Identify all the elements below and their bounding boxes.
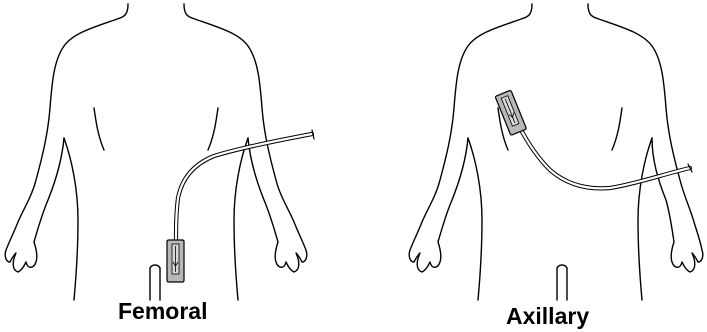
catheter-tube: [518, 124, 692, 188]
neck-outline: [588, 4, 596, 18]
neck-outline: [524, 4, 532, 18]
axillary-caption: Axillary: [506, 305, 589, 328]
catheter-tube: [176, 130, 314, 244]
torso-right-edge: [638, 138, 652, 300]
femoral-caption: Femoral: [118, 300, 207, 323]
femoral-body-diagram: [0, 0, 353, 332]
chest-line: [208, 108, 218, 150]
torso-left-edge: [64, 138, 78, 300]
torso-left-edge: [468, 138, 482, 300]
femoral-catheter-device: [167, 240, 184, 282]
torso-right-edge: [234, 138, 248, 300]
groin-line: [150, 265, 160, 268]
neck-outline: [184, 4, 192, 18]
neck-outline: [120, 4, 128, 18]
groin-line: [557, 265, 567, 268]
axillary-catheter-device: [495, 90, 526, 135]
axillary-body-diagram: [354, 0, 707, 332]
chest-line: [94, 108, 104, 150]
chest-line: [612, 108, 622, 150]
